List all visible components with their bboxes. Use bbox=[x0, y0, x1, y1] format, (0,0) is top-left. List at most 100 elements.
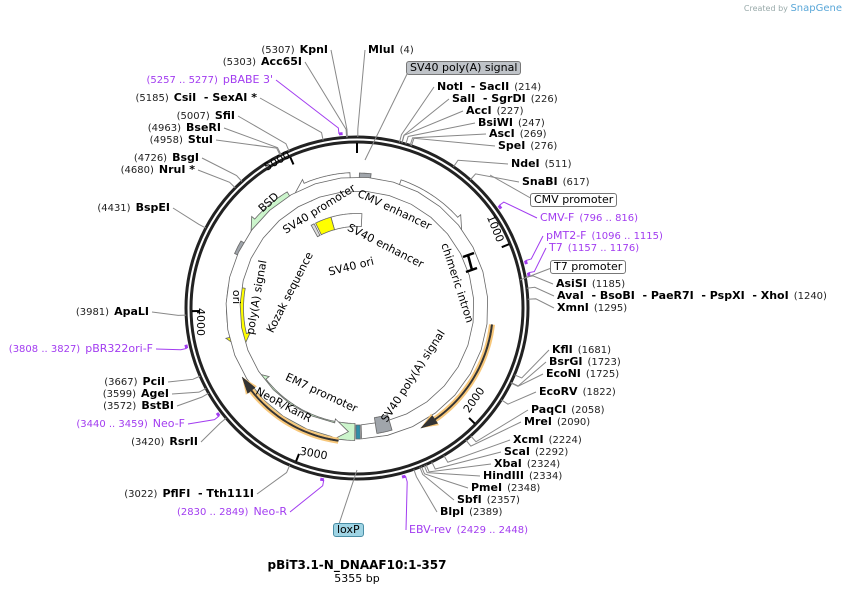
site-position: (4) bbox=[399, 45, 414, 56]
restriction-site-label[interactable]: XbaI(2324) bbox=[494, 458, 565, 471]
site-name: CsiI - SexAI * bbox=[173, 91, 257, 104]
restriction-site-label[interactable]: KflI(1681) bbox=[552, 344, 616, 357]
sv40-ori-box[interactable] bbox=[315, 216, 335, 236]
restriction-site-label[interactable]: BlpI(2389) bbox=[440, 506, 507, 519]
kozak-box[interactable] bbox=[310, 223, 321, 238]
site-position: (2090) bbox=[556, 417, 591, 428]
restriction-site-label[interactable]: NotI - SacII(214) bbox=[437, 81, 546, 94]
feature-box-label[interactable]: SV40 poly(A) signal bbox=[406, 61, 522, 75]
site-name: BstBI bbox=[141, 399, 174, 412]
primer-marker bbox=[401, 474, 406, 479]
site-position: (617) bbox=[562, 177, 590, 188]
primer-marker bbox=[184, 344, 189, 349]
site-name: ApaLI bbox=[114, 305, 149, 318]
primer-label[interactable]: EBV-rev(2429 .. 2448) bbox=[409, 524, 533, 537]
primer-label[interactable]: T7(1157 .. 1176) bbox=[549, 242, 644, 255]
site-name: PciI bbox=[142, 375, 165, 388]
site-name: AsiSI bbox=[556, 277, 587, 290]
feature-box-label[interactable]: loxP bbox=[333, 523, 364, 537]
restriction-site-label[interactable]: (4431)BspEI bbox=[92, 202, 170, 215]
primer-marker bbox=[319, 477, 325, 482]
feature-leader-line bbox=[519, 266, 555, 281]
restriction-site-label[interactable]: EcoRV(1822) bbox=[539, 386, 621, 399]
site-leader-line bbox=[215, 139, 281, 156]
sv40-polya-box[interactable] bbox=[373, 414, 393, 434]
site-leader-line bbox=[357, 49, 366, 138]
site-leader-line bbox=[401, 110, 464, 144]
primer-leader-line bbox=[289, 479, 325, 513]
site-name: Acc65I bbox=[261, 55, 302, 68]
restriction-site-label[interactable]: XcmI(2224) bbox=[513, 434, 587, 447]
feature-box-label[interactable]: CMV promoter bbox=[530, 193, 618, 207]
restriction-site-label[interactable]: HindIII(2334) bbox=[483, 470, 567, 483]
restriction-site-label[interactable]: SbfI(2357) bbox=[457, 494, 525, 507]
primer-range: (3808 .. 3827) bbox=[8, 344, 81, 355]
intron-marker-icon bbox=[462, 251, 478, 274]
restriction-site-label[interactable]: (3420)RsrII bbox=[126, 436, 198, 449]
restriction-site-label[interactable]: MluI(4) bbox=[368, 44, 419, 57]
primer-leader-line bbox=[525, 235, 544, 262]
tick-mark bbox=[468, 417, 476, 425]
sv40-enhancer-box[interactable] bbox=[330, 213, 363, 231]
restriction-site-label[interactable]: (3667)PciI bbox=[99, 376, 165, 389]
site-position: (2292) bbox=[534, 447, 569, 458]
restriction-site-label[interactable]: (4680)NruI * bbox=[116, 164, 195, 177]
restriction-site-label[interactable]: EcoNI(1725) bbox=[546, 368, 624, 381]
restriction-site-label[interactable]: PaqCI(2058) bbox=[531, 404, 610, 417]
restriction-site-label[interactable]: NdeI(511) bbox=[511, 158, 577, 171]
restriction-site-label[interactable]: XmnI(1295) bbox=[557, 302, 632, 315]
restriction-site-label[interactable]: MreI(2090) bbox=[524, 416, 595, 429]
primer-name: pMT2-F bbox=[546, 229, 587, 242]
restriction-site-label[interactable]: AscI(269) bbox=[489, 128, 552, 141]
primer-label[interactable]: (3808 .. 3827)pBR322ori-F bbox=[4, 343, 153, 356]
site-name: SalI - SgrDI bbox=[452, 92, 526, 105]
restriction-site-label[interactable]: SalI - SgrDI(226) bbox=[452, 93, 563, 106]
primer-name: Neo-F bbox=[152, 417, 185, 430]
restriction-site-label[interactable]: (3599)AgeI bbox=[98, 388, 169, 401]
restriction-site-label[interactable]: (3981)ApaLI bbox=[71, 306, 149, 319]
orf-arrow[interactable] bbox=[241, 376, 339, 442]
restriction-site-label[interactable]: (4963)BseRI bbox=[143, 122, 221, 135]
primer-label[interactable]: (2830 .. 2849)Neo-R bbox=[172, 506, 287, 519]
site-leader-line bbox=[399, 86, 435, 143]
restriction-site-label[interactable]: (5307)KpnI bbox=[256, 44, 328, 57]
restriction-site-label[interactable]: AsiSI(1185) bbox=[556, 278, 630, 291]
feature-box-label[interactable]: T7 promoter bbox=[550, 260, 627, 274]
restriction-site-label[interactable]: SnaBI(617) bbox=[522, 176, 595, 189]
restriction-site-label[interactable]: AccI(227) bbox=[466, 105, 529, 118]
restriction-site-label[interactable]: AvaI - BsoBI - PaeR7I - PspXI - XhoI(124… bbox=[557, 290, 832, 303]
site-leader-line bbox=[510, 373, 544, 387]
site-name: AvaI - BsoBI - PaeR7I - PspXI - XhoI bbox=[557, 289, 789, 302]
restriction-site-label[interactable]: (3022)PflFI - Tth111I bbox=[119, 488, 254, 501]
orf-arrow[interactable] bbox=[420, 324, 493, 429]
primer-label[interactable]: (3440 .. 3459)Neo-F bbox=[71, 418, 185, 431]
site-leader-line bbox=[172, 207, 207, 229]
restriction-site-label[interactable]: ScaI(2292) bbox=[504, 446, 573, 459]
primer-label[interactable]: (5257 .. 5277)pBABE 3' bbox=[142, 74, 274, 87]
primer-name: Neo-R bbox=[253, 505, 287, 518]
primer-label[interactable]: pMT2-F(1096 .. 1115) bbox=[546, 230, 668, 243]
restriction-site-label[interactable]: (5007)SfiI bbox=[172, 110, 235, 123]
restriction-site-label[interactable]: (4958)StuI bbox=[145, 134, 213, 147]
restriction-site-label[interactable]: (3572)BstBI bbox=[98, 400, 174, 413]
primer-leader-line bbox=[498, 201, 538, 219]
restriction-site-label[interactable]: BsiWI(247) bbox=[478, 117, 550, 130]
primer-label[interactable]: CMV-F(796 .. 816) bbox=[540, 212, 643, 225]
site-position: (1723) bbox=[587, 357, 621, 368]
restriction-site-label[interactable]: SpeI(276) bbox=[498, 140, 562, 153]
primer-range: (796 .. 816) bbox=[579, 213, 639, 224]
primer-leader-line bbox=[155, 347, 187, 351]
restriction-site-label[interactable]: (4726)BsgI bbox=[129, 152, 199, 165]
restriction-site-label[interactable]: (5303) Acc65I bbox=[218, 56, 302, 69]
site-leader-line bbox=[413, 469, 438, 513]
restriction-site-label[interactable]: PmeI(2348) bbox=[471, 482, 545, 495]
restriction-site-label[interactable]: BsrGI(1723) bbox=[549, 356, 626, 369]
restriction-site-label[interactable]: (5185)CsiI - SexAI * bbox=[131, 92, 257, 105]
lox-box[interactable] bbox=[355, 424, 361, 440]
site-position: (5303) bbox=[222, 57, 257, 68]
primer-range: (1157 .. 1176) bbox=[567, 243, 640, 254]
plasmid-length: 5355 bp bbox=[334, 572, 380, 585]
em7-promoter-arrow[interactable] bbox=[225, 176, 489, 442]
site-position: (269) bbox=[519, 129, 547, 140]
